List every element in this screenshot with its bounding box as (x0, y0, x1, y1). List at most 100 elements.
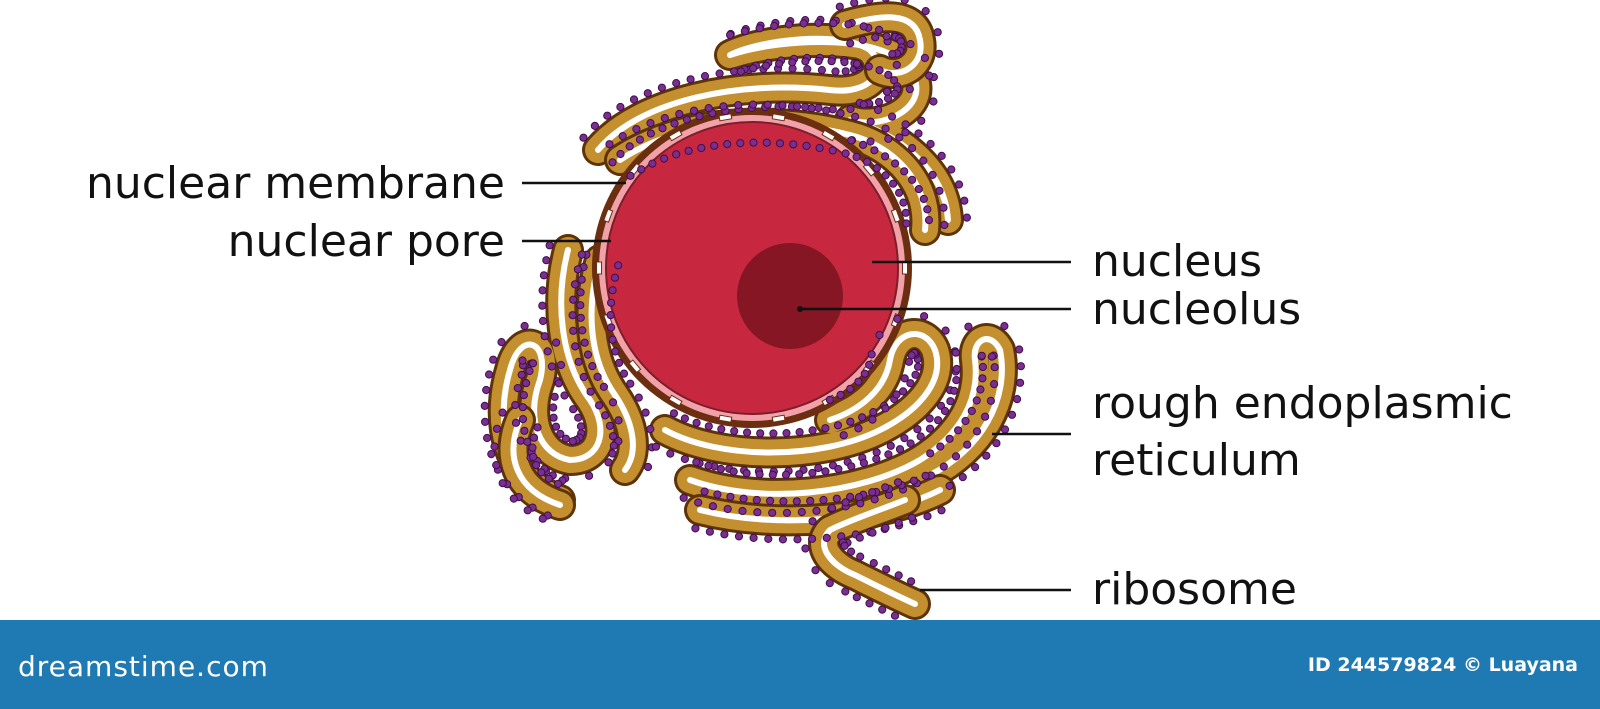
ribosome-dot (704, 461, 713, 470)
ribosome-dot (919, 194, 928, 204)
ribosome-dot (682, 115, 692, 124)
ribosome-dot (762, 138, 771, 147)
ribosome-dot (935, 186, 944, 195)
ribosome-dot (883, 94, 893, 103)
ribosome-dot (577, 250, 586, 259)
ribosome-dot (775, 59, 784, 68)
ribosome-dot (801, 544, 810, 553)
ribosome-dot (755, 470, 764, 479)
ribosome-dot (893, 314, 902, 323)
ribosome-dot (795, 470, 804, 479)
ribosome-dot (748, 100, 758, 109)
ribosome-dot (743, 428, 752, 437)
ribosome-dot (561, 434, 571, 443)
ribosome-dot (686, 75, 695, 84)
image-credit: ID 244579824 © Luayana (1307, 654, 1578, 676)
ribosome-dot (629, 95, 639, 104)
ribosome-dot (982, 451, 991, 460)
ribosome-dot (778, 535, 788, 544)
ribosome-dot (720, 530, 729, 539)
ribosome-dot (859, 140, 868, 149)
ribosome-dot (901, 128, 910, 137)
label-rough-er-line2: reticulum (1092, 435, 1301, 486)
ribosome-dot (763, 100, 772, 109)
ribosome-dot (489, 355, 498, 364)
ribosome-dot (1000, 322, 1009, 331)
ribosome-dot (889, 179, 898, 188)
ribosome-dot (855, 533, 864, 542)
ribosome-dot (854, 493, 864, 502)
ribosome-dot (549, 403, 558, 412)
ribosome-dot (1007, 410, 1017, 419)
ribosome-dot (648, 159, 657, 168)
ribosome-dot (890, 611, 900, 620)
ribosome-dot (481, 417, 490, 426)
ribosome-dot (542, 256, 551, 265)
ribosome-dot (782, 508, 792, 517)
ribosome-dot (580, 338, 589, 347)
ribosome-dot (960, 196, 969, 205)
ribosome-dot (490, 442, 499, 451)
ribosome-dot (847, 136, 856, 145)
ribosome-dot (643, 462, 653, 472)
ribosome-dot (937, 506, 946, 515)
ribosome-dot (482, 385, 491, 395)
ribosome-dot (908, 175, 917, 184)
ribosome-dot (691, 524, 700, 533)
ribosome-dot (697, 143, 706, 153)
ribosome-dot (893, 478, 903, 487)
ribosome-dot (511, 400, 520, 410)
ribosome-dot (604, 458, 613, 467)
ribosome-dot (583, 350, 593, 359)
ribosome-dot (616, 102, 625, 112)
ribosome-dot (882, 87, 892, 96)
ribosome-dot (900, 434, 909, 443)
ribosome-dot (672, 79, 681, 88)
ribosome-dot (895, 133, 904, 142)
ribosome-dot (952, 364, 961, 374)
ribosome-dot (576, 288, 585, 297)
ribosome-dot (544, 474, 553, 483)
ribosome-dot (523, 437, 532, 446)
ribosome-dot (923, 205, 932, 214)
ribosome-dot (906, 439, 915, 448)
label-nuclear-membrane: nuclear membrane (86, 158, 505, 209)
ribosome-dot (635, 135, 645, 144)
ribosome-dot (523, 506, 532, 515)
label-nucleus: nucleus (1092, 236, 1262, 287)
ribosome-dot (978, 374, 987, 383)
nuclear-pore (596, 261, 602, 275)
ribosome-dot (483, 433, 492, 443)
ribosome-dot (666, 449, 675, 458)
ribosome-dot (761, 61, 771, 70)
ribosome-dot (487, 450, 496, 459)
ribosome-dot (608, 158, 617, 167)
nucleus-diagram: nuclear membrane nuclear pore nucleus nu… (86, 0, 1513, 620)
ribosome-dot (525, 366, 534, 376)
ribosome-dot (1013, 395, 1022, 404)
nucleolus (737, 243, 843, 349)
ribosome-dot (588, 362, 597, 371)
ribosome-dot (740, 27, 750, 36)
ribosome-dot (925, 424, 935, 433)
ribosome-dot (929, 97, 938, 106)
ribosome-dot (520, 321, 529, 331)
ribosome-dot (869, 408, 878, 417)
ribosome-dot (825, 395, 835, 404)
ribosome-dot (814, 103, 823, 113)
ribosome-dot (865, 599, 874, 608)
ribosome-dot (518, 415, 528, 424)
ribosome-dot (513, 384, 522, 393)
brand-logo-text[interactable]: dreamstime.com (18, 650, 269, 683)
ribosome-dot (814, 56, 823, 66)
ribosome-dot (814, 463, 823, 473)
ribosome-dot (781, 470, 791, 479)
ribosome-dot (825, 579, 834, 588)
ribosome-dot (509, 494, 518, 503)
ribosome-dot (901, 208, 910, 217)
ribosome-dot (538, 316, 548, 326)
ribosome-dot (962, 213, 972, 222)
ribosome-dot (498, 408, 507, 417)
ribosome-dot (954, 180, 964, 189)
